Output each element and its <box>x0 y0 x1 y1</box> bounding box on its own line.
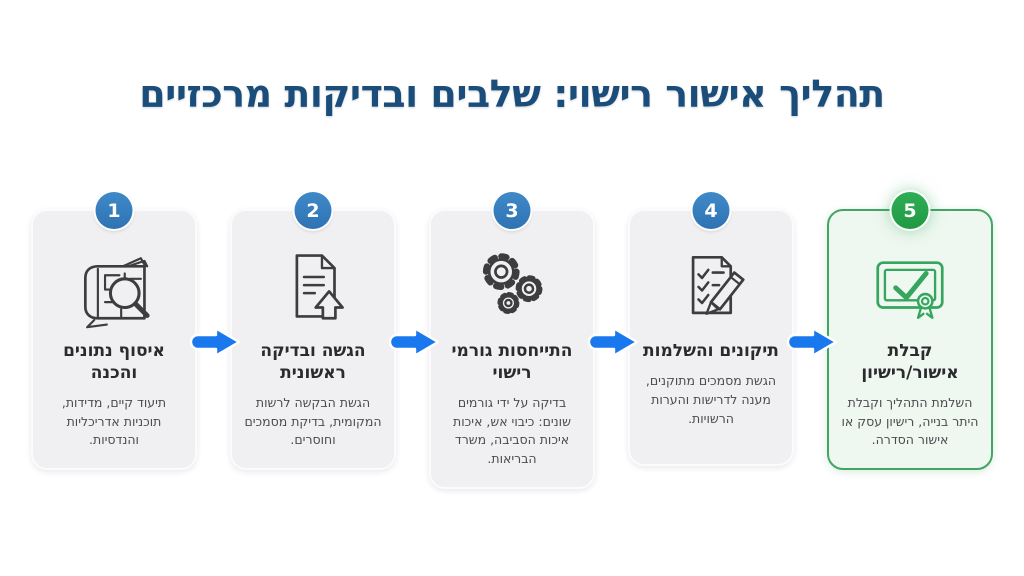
step-card-5: 5 קבלת אישור/רישיון השלמת התהליך וקבלת ה… <box>827 192 993 471</box>
step-5-title: קבלת אישור/רישיון <box>861 341 959 384</box>
gears-icon <box>441 241 583 331</box>
step-5-description: השלמת התהליך וקבלת היתר בנייה, רישיון עס… <box>841 394 979 448</box>
step-1-description: תיעוד קיים, מדידות, תוכניות אדריכליות וה… <box>61 394 167 448</box>
process-steps-row: 1 איסוף נתונים והכנה תיעוד קיים, מדידות,… <box>31 192 993 489</box>
certificate-ribbon-check-icon <box>839 241 981 331</box>
page-title: תהליך אישור רישוי: שלבים ובדיקות מרכזיים <box>139 72 885 116</box>
step-1-title: איסוף נתונים והכנה <box>63 341 165 384</box>
step-card-3: 3 התייחסות גורמי רישוי בדיקה על ידי גורמ… <box>429 192 595 489</box>
step-2-title: הגשה ובדיקה ראשונית <box>260 341 366 384</box>
step-5-number-badge: 5 <box>891 192 929 230</box>
step-3-number-badge: 3 <box>493 192 531 230</box>
step-2-number-badge: 2 <box>294 192 332 230</box>
step-3-description: בדיקה על ידי גורמים שונים: כיבוי אש, איכ… <box>453 394 571 467</box>
blueprint-magnifier-icon <box>43 241 185 331</box>
arrow-right-icon <box>185 322 243 362</box>
step-3-title: התייחסות גורמי רישוי <box>451 341 573 384</box>
step-4-description: הגשת מסמכים מתוקנים, מענה לדרישות והערות… <box>645 373 777 426</box>
step-card-2: 2 הגשה ובדיקה ראשונית הגשת הבקשה לרשות ה… <box>230 192 396 471</box>
checklist-pencil-icon <box>640 241 782 331</box>
step-4-title: תיקונים והשלמות <box>643 341 779 362</box>
step-1-number-badge: 1 <box>95 192 133 230</box>
document-upload-icon <box>242 241 384 331</box>
step-2-description: הגשת הבקשה לרשות המקומית, בדיקת מסמכים ו… <box>244 394 382 448</box>
step-4-number-badge: 4 <box>692 192 730 230</box>
arrow-right-icon <box>782 322 840 362</box>
step-card-4: 4 תיקונים והשלמות הגשת מסמכים מתוקנים, מ… <box>628 192 794 467</box>
arrow-right-icon <box>384 322 442 362</box>
arrow-right-icon <box>583 322 641 362</box>
step-card-1: 1 איסוף נתונים והכנה תיעוד קיים, מדידות,… <box>31 192 197 471</box>
